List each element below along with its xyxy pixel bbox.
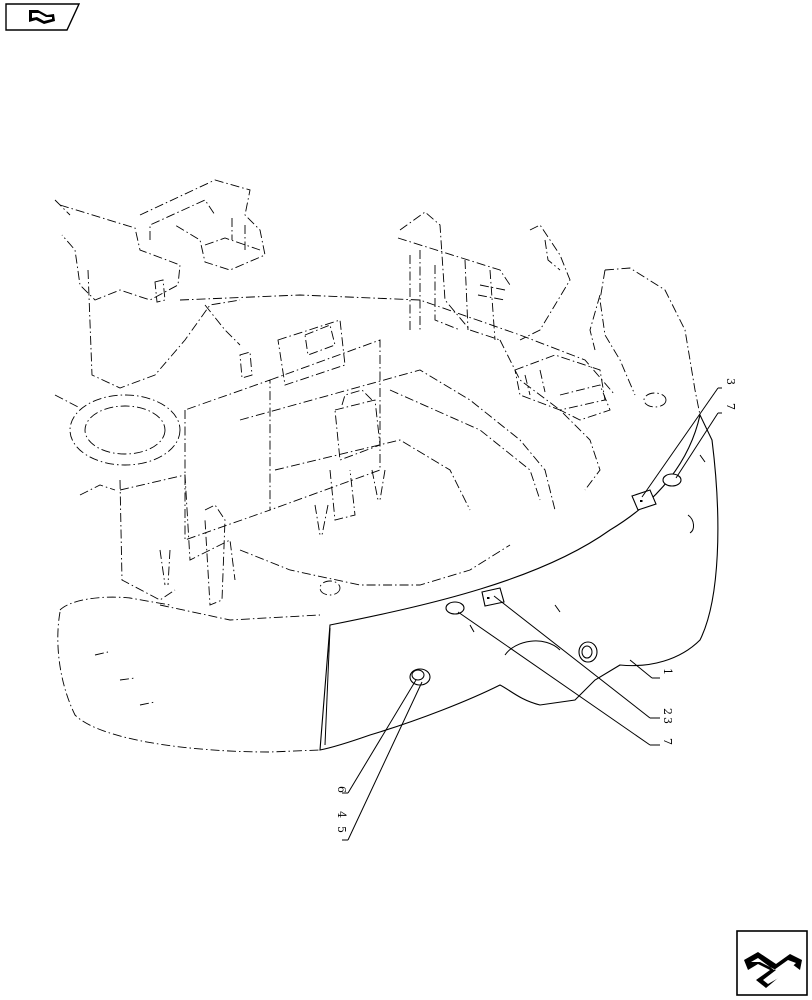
prev-page-button[interactable] [5,3,81,31]
leader-lines [342,387,722,841]
arrow-prev-icon [5,3,81,31]
callout-5[interactable]: 5 [335,826,348,833]
callout-4[interactable]: 4 [335,811,348,818]
counterweight [57,267,719,753]
callout-1[interactable]: 1 [661,668,674,675]
callout-labels: 3 7 1 2 3 7 6 4 5 [335,378,737,833]
callout-7-bottom[interactable]: 7 [661,738,674,745]
callout-7-top[interactable]: 7 [724,403,737,410]
next-page-button[interactable] [736,930,808,996]
arrow-next-icon [736,930,808,996]
callout-3-top[interactable]: 3 [724,378,737,385]
callout-6[interactable]: 6 [335,786,348,793]
callout-3-bottom[interactable]: 3 [661,717,674,724]
upper-frame-outline [54,179,667,621]
callout-2[interactable]: 2 [661,708,674,715]
